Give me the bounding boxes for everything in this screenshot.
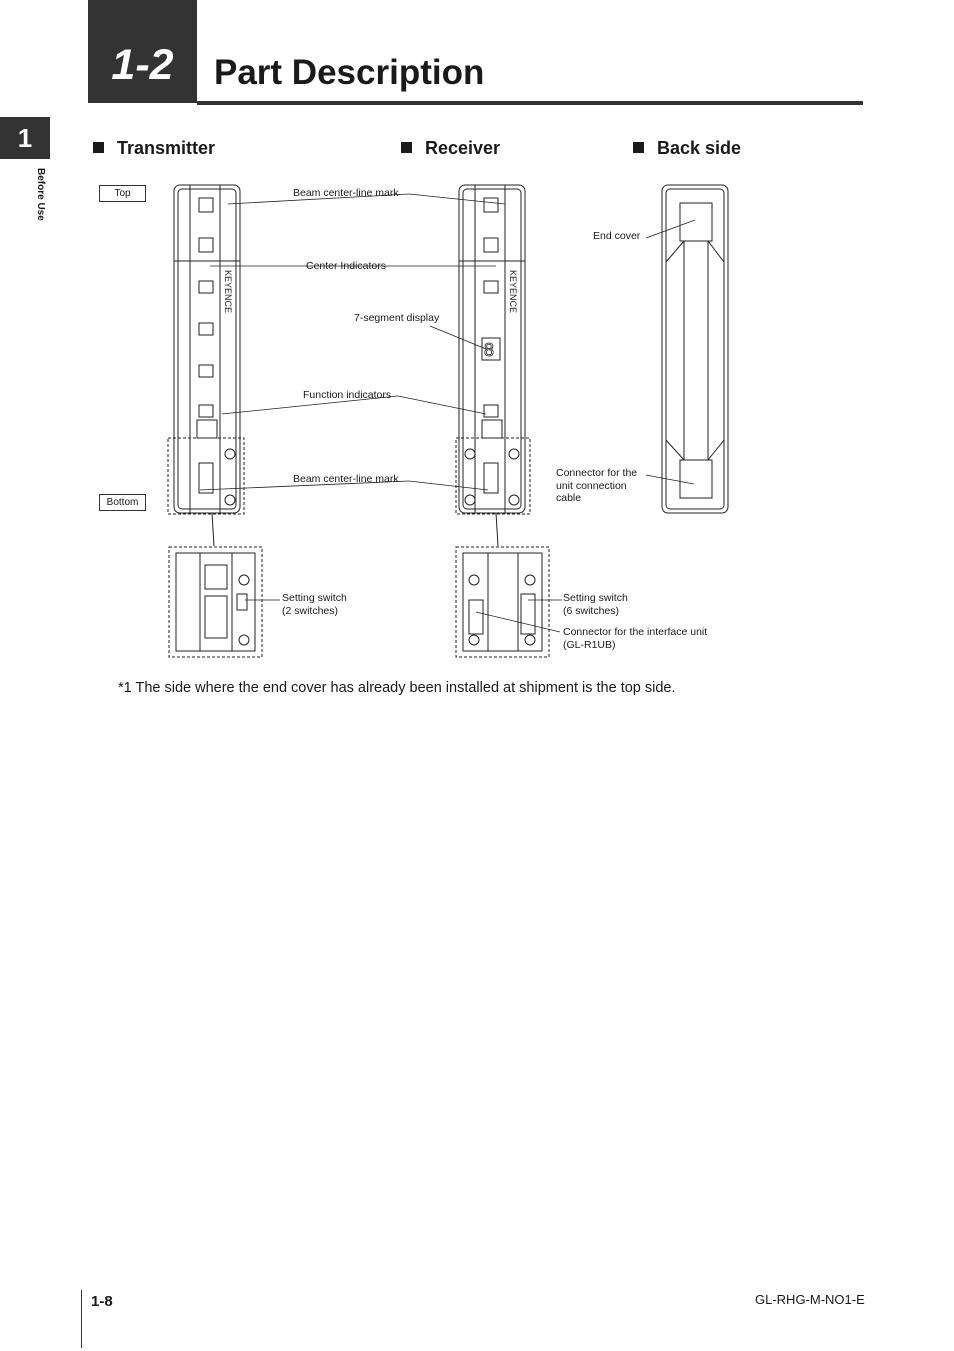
page-title: Part Description — [214, 53, 485, 92]
callout-connector-unit-cable: Connector for the unit connection cable — [556, 467, 638, 504]
section-number: 1-2 — [111, 41, 174, 89]
part-diagram: KEYENCE KEYENCE 8 — [167, 184, 729, 658]
callout-function-indicators: Function indicators — [303, 389, 392, 401]
footer-rule — [81, 1290, 82, 1348]
document-code: GL-RHG-M-NO1-E — [755, 1292, 865, 1307]
callout-center-indicators: Center Indicators — [306, 260, 386, 272]
header-rule — [197, 101, 863, 105]
square-bullet-icon — [633, 142, 644, 153]
leader-lines — [199, 193, 696, 633]
heading-transmitter: Transmitter — [93, 139, 215, 157]
chapter-tab: 1 — [0, 117, 50, 159]
brand-print-tx: KEYENCE — [223, 270, 233, 313]
tag-bottom: Bottom — [99, 494, 146, 511]
callout-setting-switch-tx: Setting switch (2 switches) — [282, 592, 347, 617]
callout-setting-switch-rx: Setting switch (6 switches) — [563, 592, 628, 617]
heading-back-side: Back side — [633, 139, 741, 157]
tag-top: Top — [99, 185, 146, 202]
callout-end-cover: End cover — [593, 230, 641, 242]
footnote: *1 The side where the end cover has alre… — [118, 680, 676, 696]
callout-beam-center-top: Beam center-line mark — [293, 187, 399, 199]
receiver-drawing — [455, 184, 550, 658]
page-number: 1-8 — [91, 1293, 113, 1310]
callout-beam-center-bottom: Beam center-line mark — [293, 473, 399, 485]
square-bullet-icon — [401, 142, 412, 153]
brand-print-rx: KEYENCE — [508, 270, 518, 313]
back-side-drawing — [661, 184, 729, 514]
segment-digit: 8 — [484, 340, 494, 360]
section-header-block — [88, 0, 197, 103]
square-bullet-icon — [93, 142, 104, 153]
heading-receiver: Receiver — [401, 139, 500, 157]
callout-seven-segment: 7-segment display — [354, 312, 440, 324]
transmitter-drawing — [167, 184, 263, 658]
callout-connector-interface: Connector for the interface unit (GL-R1U… — [563, 626, 708, 651]
